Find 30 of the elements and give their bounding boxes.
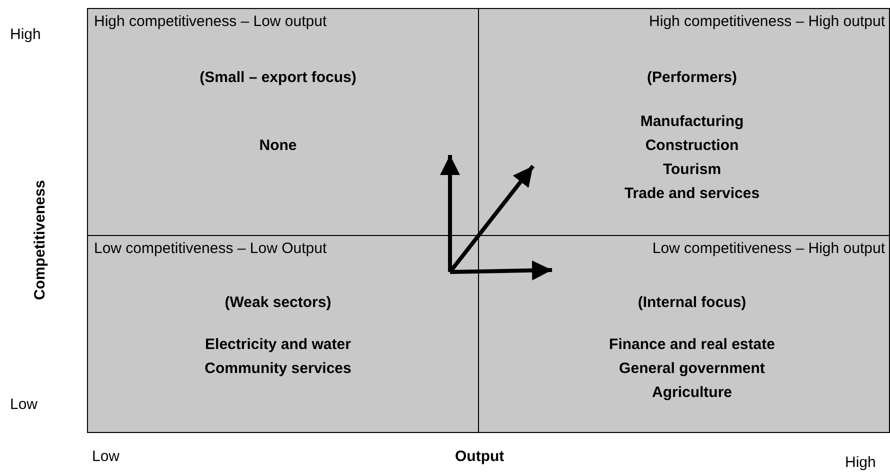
sector-name: Agriculture [652, 384, 732, 401]
quadrant-panel [87, 8, 479, 236]
sector-name: Community services [204, 360, 352, 377]
sector-name: Finance and real estate [609, 336, 775, 353]
quadrant-panel [87, 235, 479, 433]
axis-title: Output [455, 448, 504, 465]
quadrant-heading: Low competitiveness – High output [652, 240, 885, 257]
arrow [440, 155, 460, 272]
sector-name: Tourism [662, 161, 722, 178]
sector-name: Electricity and water [205, 336, 351, 353]
quadrant-subtitle: (Internal focus) [638, 294, 746, 311]
arrow [450, 260, 552, 280]
quadrant-subtitle: (Weak sectors) [224, 294, 332, 311]
axis-value: High [10, 26, 41, 43]
sector-name: None [259, 137, 297, 154]
quadrant-panel [478, 235, 890, 433]
quadrant-subtitle: (Performers) [646, 69, 738, 86]
quadrant-heading: Low competitiveness – Low Output [94, 240, 327, 257]
quadrant-heading: High competitiveness – High output [649, 13, 885, 30]
axis-title: Competitiveness [32, 180, 48, 300]
sector-name: Trade and services [624, 185, 760, 202]
sector-name: Construction [645, 137, 739, 154]
axis-value: Low [10, 396, 38, 413]
axis-value: Low [92, 448, 120, 465]
quadrant-panel [478, 8, 890, 236]
sector-name: Manufacturing [640, 113, 744, 130]
quadrant-heading: High competitiveness – Low output [94, 13, 327, 30]
axis-value: High [845, 454, 876, 471]
sector-name: General government [619, 360, 765, 377]
quadrant-subtitle: (Small – export focus) [200, 69, 356, 86]
